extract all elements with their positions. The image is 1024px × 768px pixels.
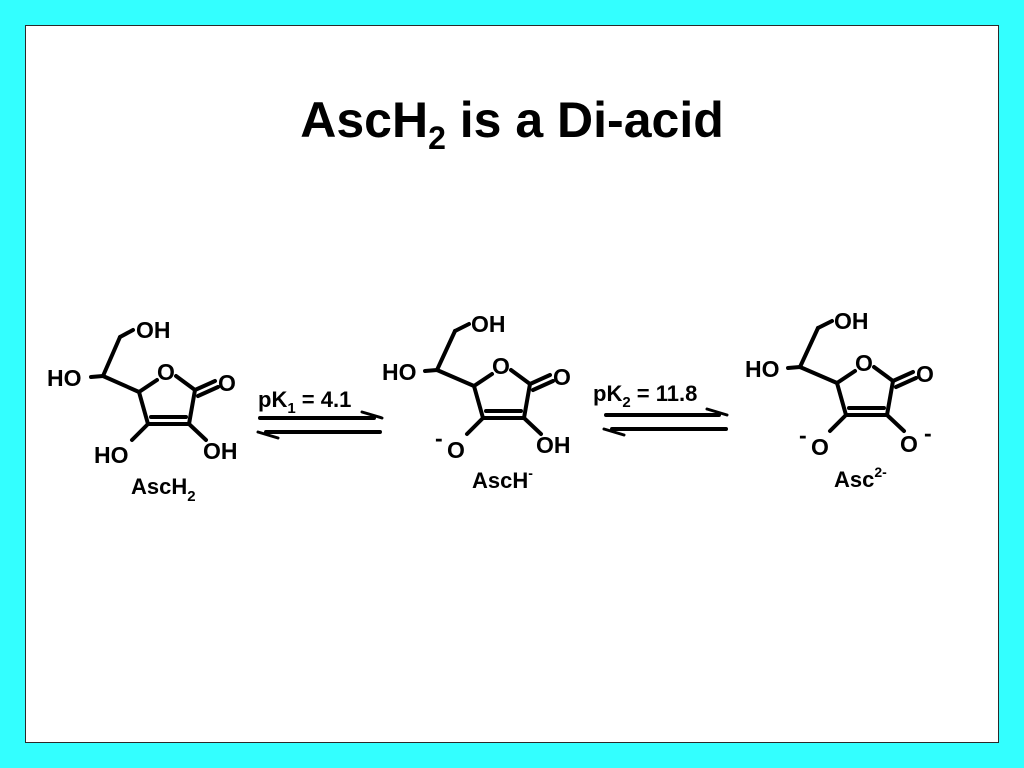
charge-label: - [435,425,443,451]
right-substituent-label: OH [536,432,571,458]
side-oh-label: OH [136,317,171,343]
page-title: AscH2 is a Di-acid [26,90,998,168]
pk-subscript: 2 [622,394,630,411]
name-superscript: 2- [874,464,887,480]
left-substituent-label: O [811,434,829,460]
pk-value: = 11.8 [631,381,698,406]
molecule-asch2-bonds [89,328,220,442]
side-oh-label: OH [471,311,506,337]
ring-oxygen-label: O [492,353,510,379]
ho-label: HO [745,356,780,382]
left-substituent-label: HO [94,442,129,468]
pk1-label: pK1 = 4.1 [258,387,351,417]
name-main: AscH [131,474,187,499]
pk-subscript: 1 [287,400,295,417]
side-oh-label: OH [834,308,869,334]
carbonyl-oxygen-label: O [916,361,934,387]
equilibrium-arrow-1 [256,410,384,440]
charge-label: - [924,420,932,446]
charge-label: - [799,422,807,448]
name-superscript: - [528,465,533,481]
equilibrium-arrow-2 [602,407,729,437]
molecule-asch-minus: OH HO O O - O OH AscH- [382,311,571,493]
right-substituent-label: OH [203,438,238,464]
pk-main: pK [258,387,287,412]
title-subscript: 2 [428,120,446,156]
ho-label: HO [47,365,82,391]
carbonyl-oxygen-label: O [553,364,571,390]
carbonyl-oxygen-label: O [218,370,236,396]
molecule-name-label: AscH- [472,465,533,493]
molecule-name-label: AscH2 [131,474,196,505]
molecule-asc2-minus-bonds [786,319,918,433]
name-subscript: 2 [187,488,195,505]
ho-label: HO [382,359,417,385]
pk-value: = 4.1 [296,387,352,412]
title-rest: is a Di-acid [445,92,724,148]
name-main: AscH [472,468,528,493]
left-substituent-label: O [447,437,465,463]
molecule-asc2-minus: OH HO O O - O O - Asc2- [745,308,934,492]
molecule-asch2: OH HO O O HO OH AscH2 [47,317,238,505]
name-main: Asc [834,467,874,492]
title-main: AscH [300,92,429,148]
pk-main: pK [593,381,622,406]
ring-oxygen-label: O [157,359,175,385]
molecule-asch-minus-bonds [423,322,555,436]
ring-oxygen-label: O [855,350,873,376]
right-substituent-label: O [900,431,918,457]
molecule-name-label: Asc2- [834,464,887,492]
pk2-label: pK2 = 11.8 [593,381,697,411]
